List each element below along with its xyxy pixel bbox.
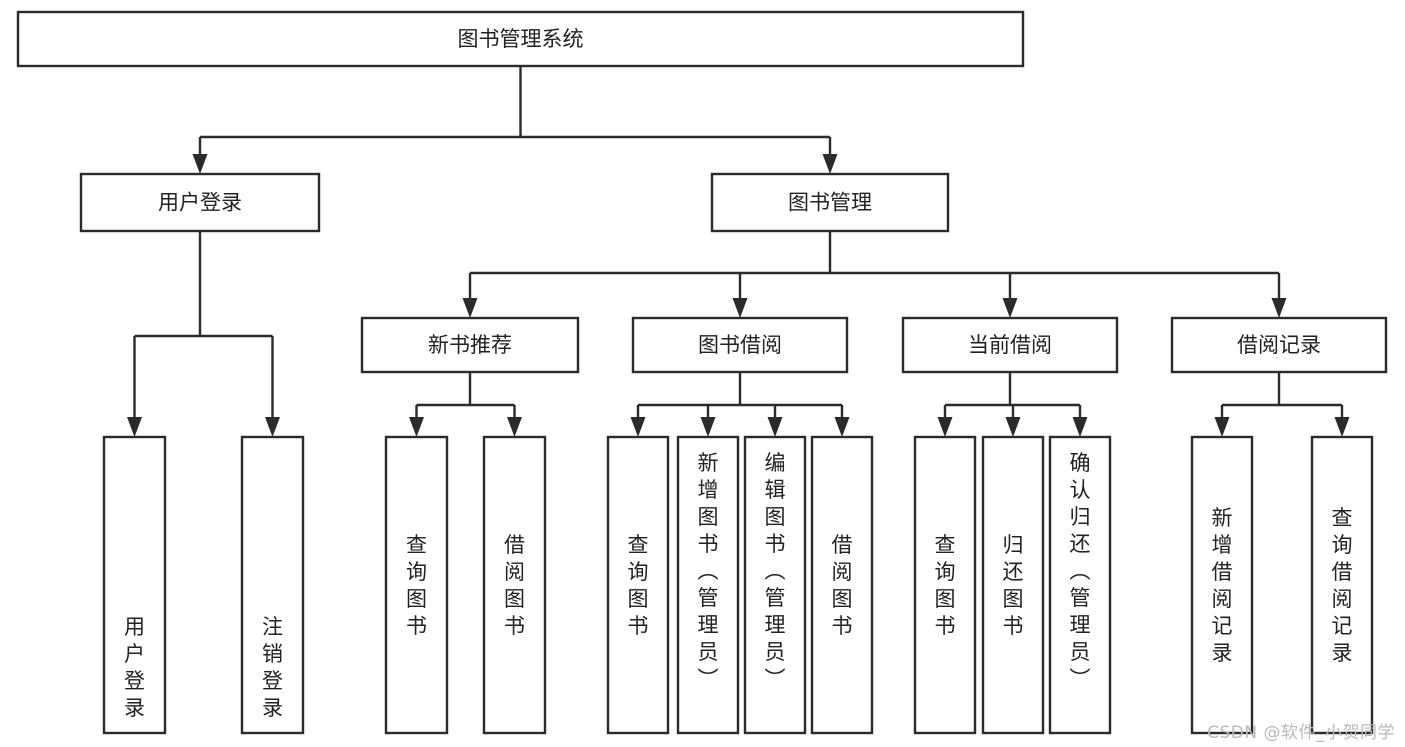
- node-label: 查询图书: [406, 533, 427, 638]
- node-leaf-logout[interactable]: 注销登录: [240, 435, 305, 735]
- node-leaf-edit-book-admin[interactable]: 编辑图书︵管理员︶: [743, 435, 807, 735]
- node-leaf-add-borrow-record[interactable]: 新增借阅记录: [1190, 435, 1254, 735]
- node-leaf-confirm-return-admin[interactable]: 确认归还︵管理员︶: [1048, 435, 1112, 735]
- node-leaf-user-login[interactable]: 用户登录: [102, 435, 167, 735]
- node-label: 当前借阅: [968, 333, 1052, 357]
- node-label: 查询借阅记录: [1332, 506, 1353, 665]
- node-label: 新增借阅记录: [1212, 506, 1233, 665]
- node-current-borrow[interactable]: 当前借阅: [901, 316, 1119, 374]
- node-label: 借阅记录: [1237, 333, 1321, 357]
- nodes-layer: 图书管理系统用户登录图书管理新书推荐图书借阅当前借阅借阅记录用户登录注销登录查询…: [16, 10, 1388, 735]
- node-leaf-borrow-book-2[interactable]: 借阅图书: [810, 435, 874, 735]
- node-label: 查询图书: [935, 533, 956, 638]
- node-label: 图书管理系统: [458, 27, 584, 51]
- node-label: 借阅图书: [504, 533, 525, 638]
- node-label: 图书借阅: [698, 333, 782, 357]
- node-label: 新书推荐: [428, 333, 512, 357]
- node-book-borrow[interactable]: 图书借阅: [631, 316, 849, 374]
- node-leaf-return-book[interactable]: 归还图书: [981, 435, 1045, 735]
- node-label: 借阅图书: [832, 533, 853, 638]
- node-label: 归还图书: [1003, 533, 1024, 638]
- node-label: 用户登录: [158, 191, 242, 215]
- node-leaf-add-book-admin[interactable]: 新增图书︵管理员︶: [676, 435, 740, 735]
- node-new-book-rec[interactable]: 新书推荐: [360, 316, 580, 374]
- connector-group-book-borrow: [630, 372, 850, 437]
- connector-group-root: [192, 66, 838, 174]
- node-root[interactable]: 图书管理系统: [16, 10, 1025, 68]
- connector-group-user-login: [127, 231, 280, 437]
- node-book-manage[interactable]: 图书管理: [710, 172, 950, 233]
- node-label: 图书管理: [788, 191, 872, 215]
- node-label: 确认归还︵管理员︶: [1070, 451, 1091, 691]
- node-leaf-query-book-3[interactable]: 查询图书: [913, 435, 977, 735]
- connector-group-current-borrow: [937, 372, 1088, 437]
- node-borrow-record[interactable]: 借阅记录: [1170, 316, 1388, 374]
- node-label: 编辑图书︵管理员︶: [765, 451, 786, 691]
- node-leaf-query-book-2[interactable]: 查询图书: [606, 435, 670, 735]
- node-user-login[interactable]: 用户登录: [79, 172, 321, 233]
- node-label: 新增图书︵管理员︶: [698, 451, 719, 691]
- connectors-layer: [127, 66, 1350, 437]
- node-label: 注销登录: [262, 615, 283, 720]
- connector-group-borrow-record: [1214, 372, 1350, 437]
- connector-group-book-manage: [462, 231, 1287, 318]
- node-leaf-query-borrow-record[interactable]: 查询借阅记录: [1310, 435, 1374, 735]
- node-label: 查询图书: [628, 533, 649, 638]
- node-label: 用户登录: [124, 615, 145, 720]
- node-leaf-query-book-1[interactable]: 查询图书: [384, 435, 449, 735]
- node-leaf-borrow-book-1[interactable]: 借阅图书: [482, 435, 547, 735]
- watermark: CSDN @软件_小贺同学: [1207, 723, 1395, 743]
- connector-group-new-book-rec: [409, 372, 522, 437]
